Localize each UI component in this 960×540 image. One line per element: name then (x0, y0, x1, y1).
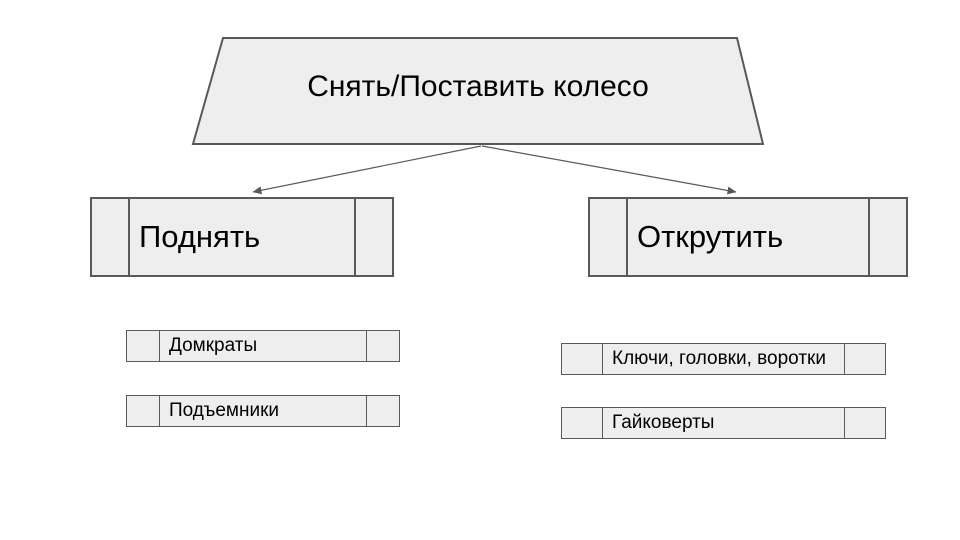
tool-label: Гайковерты (612, 412, 715, 433)
tool-box-domkraty[interactable]: Домкраты (126, 330, 400, 362)
connector-arrow-left[interactable] (252, 145, 482, 195)
tool-box-gaikoverty[interactable]: Гайковерты (561, 407, 886, 439)
side-bar-right (366, 396, 399, 426)
side-bar-right (868, 199, 906, 275)
branch-label: Поднять (139, 219, 261, 254)
side-bar-right (844, 408, 885, 438)
tool-label: Ключи, головки, воротки (612, 348, 826, 369)
side-bar-left (127, 396, 160, 426)
tool-label: Подъемники (169, 400, 280, 421)
root-node-label: Снять/Поставить колесо (307, 70, 649, 103)
tool-box-klyuchi[interactable]: Ключи, головки, воротки (561, 343, 886, 375)
connector-arrow-right[interactable] (481, 145, 737, 195)
side-bar-left (562, 408, 603, 438)
branch-box-otkrutit[interactable]: Открутить (588, 197, 908, 277)
side-bar-right (354, 199, 392, 275)
tool-label: Домкраты (169, 335, 258, 356)
side-bar-right (366, 331, 399, 361)
side-bar-left (127, 331, 160, 361)
side-bar-right (844, 344, 885, 374)
side-bar-left (92, 199, 130, 275)
root-node[interactable]: Снять/Поставить колесо (193, 38, 763, 146)
branch-box-podnyat[interactable]: Поднять (90, 197, 394, 277)
side-bar-left (590, 199, 628, 275)
tool-box-podemniki[interactable]: Подъемники (126, 395, 400, 427)
side-bar-left (562, 344, 603, 374)
branch-label: Открутить (637, 219, 784, 254)
